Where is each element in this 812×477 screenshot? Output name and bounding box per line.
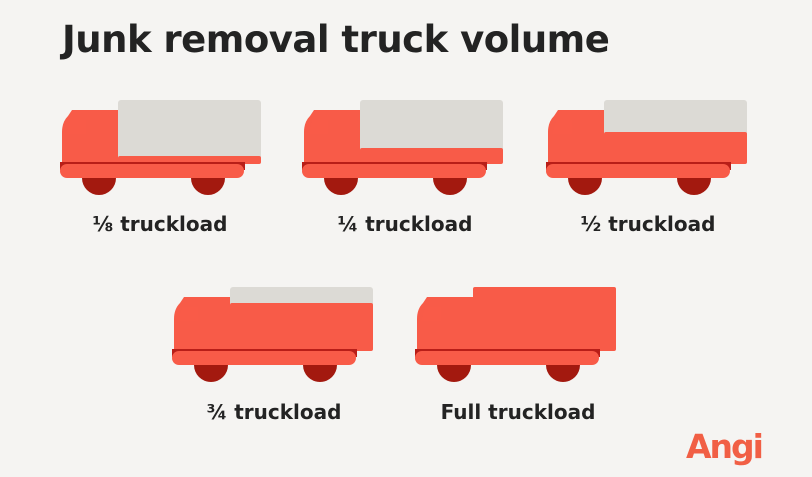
truck-cab xyxy=(62,110,118,164)
truck-1-4 xyxy=(302,98,507,198)
truck-graphic xyxy=(302,100,503,195)
truck-1-8 xyxy=(60,98,265,198)
truck-wheel-front xyxy=(82,178,116,195)
truck-label-3-4: ¾ truckload xyxy=(206,400,342,424)
cab-window xyxy=(421,307,441,321)
truck-cab xyxy=(548,110,604,164)
truck-wheel-front xyxy=(437,365,471,382)
truck-label-1-2: ½ truckload xyxy=(580,212,716,236)
angi-logo: Angi xyxy=(686,427,764,466)
truck-label-full: Full truckload xyxy=(440,400,596,424)
truck-chassis xyxy=(60,164,244,178)
cargo-fill xyxy=(360,148,503,164)
cab-window xyxy=(66,120,86,134)
truck-full xyxy=(415,285,620,385)
page-title: Junk removal truck volume xyxy=(62,18,610,61)
truck-wheel-rear xyxy=(191,178,225,195)
truck-wheel-front xyxy=(194,365,228,382)
cargo-fill xyxy=(230,303,373,351)
truck-chassis xyxy=(546,164,730,178)
truck-cab xyxy=(417,297,473,351)
truck-graphic xyxy=(546,100,747,195)
truck-cab xyxy=(304,110,360,164)
truck-wheel-rear xyxy=(677,178,711,195)
truck-cab xyxy=(174,297,230,351)
truck-chassis xyxy=(415,351,599,365)
truck-label-1-4: ¼ truckload xyxy=(337,212,473,236)
truck-3-4 xyxy=(172,285,377,385)
truck-wheel-front xyxy=(568,178,602,195)
truck-graphic xyxy=(60,100,261,195)
truck-chassis xyxy=(302,164,486,178)
truck-chassis xyxy=(172,351,356,365)
cargo-box-empty xyxy=(118,100,261,164)
truck-wheel-rear xyxy=(303,365,337,382)
truck-wheel-rear xyxy=(546,365,580,382)
truck-graphic xyxy=(172,287,373,382)
cargo-fill xyxy=(604,132,747,164)
cab-window xyxy=(308,120,328,134)
truck-label-1-8: ⅛ truckload xyxy=(92,212,228,236)
truck-1-2 xyxy=(546,98,751,198)
cab-window xyxy=(552,120,572,134)
cargo-fill xyxy=(473,287,616,351)
truck-wheel-front xyxy=(324,178,358,195)
cab-window xyxy=(178,307,198,321)
truck-graphic xyxy=(415,287,616,382)
truck-wheel-rear xyxy=(433,178,467,195)
